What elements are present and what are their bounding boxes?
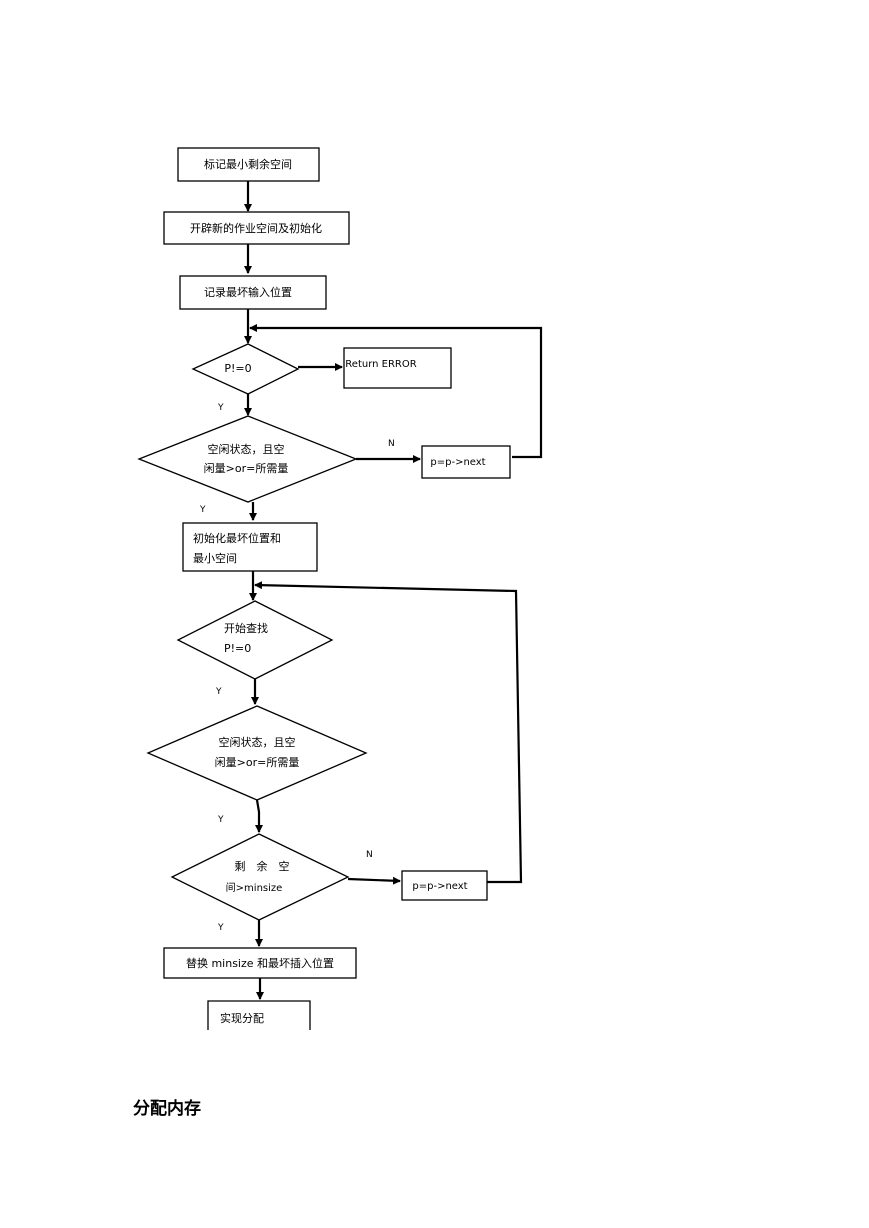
- flowchart: 标记最小剩余空间 开辟新的作业空间及初始化 记录最坏输入位置 P!=0 Retu…: [137, 147, 543, 1030]
- loop-back-2: [254, 581, 523, 884]
- next-box-2: [401, 870, 488, 901]
- loop-back-1: [249, 324, 543, 459]
- record-worst-box: [179, 275, 327, 310]
- return-error-text: Return ERROR: [345, 359, 416, 370]
- allocate-text: 实现分配: [220, 1011, 264, 1025]
- replace-box: [163, 947, 357, 979]
- replace-text: 替换 minsize 和最坏插入位置: [186, 956, 334, 970]
- label-y-1: Y: [217, 403, 224, 413]
- remain-line2: 间>minsize: [226, 881, 283, 894]
- label-y-3: Y: [215, 687, 222, 697]
- free-state-2-line2: 闲量>or=所需量: [215, 755, 300, 769]
- init-worst-box: [182, 522, 318, 572]
- arrow-8: [255, 799, 263, 833]
- label-y-4: Y: [217, 815, 224, 825]
- free-state-1-line1: 空闲状态，且空: [208, 442, 285, 456]
- search-diamond: [176, 600, 334, 680]
- open-new-space-text: 开辟新的作业空间及初始化: [190, 221, 322, 235]
- record-worst-text: 记录最坏输入位置: [204, 285, 292, 299]
- check-p-text: P!=0: [224, 362, 251, 375]
- remain-diamond: [170, 833, 350, 921]
- label-y-2: Y: [199, 505, 206, 515]
- section-heading: 分配内存: [133, 1099, 201, 1119]
- label-y-5: Y: [217, 923, 224, 933]
- free-state-diamond-2: [146, 705, 368, 801]
- search-line1: 开始查找: [224, 621, 268, 635]
- allocate-box: [207, 1000, 311, 1030]
- return-error-box: [343, 347, 452, 389]
- next-text-1: p=p->next: [430, 457, 485, 468]
- label-n-2: N: [366, 850, 373, 860]
- free-state-diamond-1: [137, 415, 358, 503]
- open-new-space-box: [163, 211, 350, 245]
- init-worst-line1: 初始化最坏位置和: [193, 531, 281, 545]
- next-box-1: [421, 445, 511, 479]
- mark-min-space-text: 标记最小剩余空间: [204, 157, 292, 171]
- mark-min-space-box: [177, 147, 320, 182]
- search-line2: P!=0: [224, 642, 251, 655]
- remain-line1: 剩 余 空: [235, 859, 290, 873]
- free-state-2-line1: 空闲状态，且空: [219, 735, 296, 749]
- free-state-1-line2: 闲量>or=所需量: [204, 461, 289, 475]
- label-n-1: N: [388, 439, 395, 449]
- next-text-2: p=p->next: [412, 881, 467, 892]
- init-worst-line2: 最小空间: [193, 551, 237, 565]
- arrow-to-next-2: [347, 876, 401, 885]
